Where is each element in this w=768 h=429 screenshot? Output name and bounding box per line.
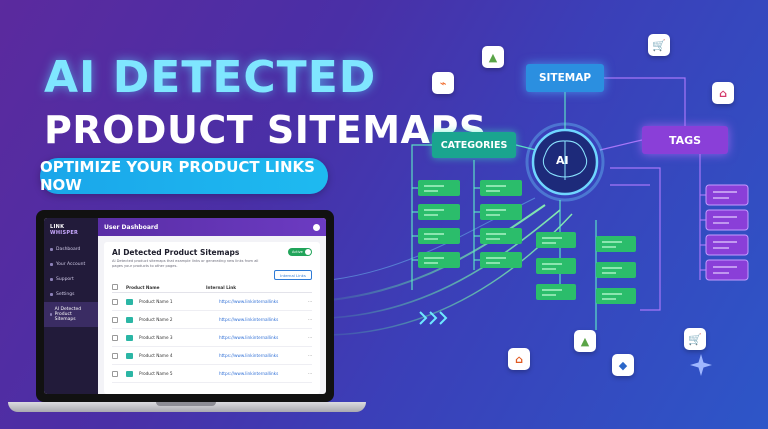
more-options-icon[interactable]: ⋯ [307,371,312,376]
laptop-base [8,402,366,412]
shopify-icon: ▲ [574,330,596,352]
sidebar-item-dashboard[interactable]: Dashboard [44,242,98,257]
sitemap-node: SITEMAP [526,64,604,92]
product-shirt-icon [126,352,133,359]
hero-title-line1: AI DETECTED [44,52,377,103]
row-checkbox[interactable] [112,316,118,323]
row-checkbox[interactable] [112,334,118,341]
woocommerce-icon: ⌁ [432,72,454,94]
sidebar-item-settings[interactable]: Settings [44,287,98,302]
select-all-checkbox[interactable] [112,284,118,290]
store-icon: ⌂ [508,348,530,370]
ai-brain-label: AI [556,154,569,167]
product-shirt-icon [126,298,133,305]
hero-title-line2: PRODUCT SITEMAPS [44,108,487,152]
toggle-knob [305,249,311,255]
laptop-notch [156,402,216,406]
row-checkbox[interactable] [112,298,118,305]
table-row: Product Name 5 https://www.linkinternall… [112,365,312,383]
row-checkbox[interactable] [112,370,118,377]
cart-icon: 🛒 [684,328,706,350]
dashboard-icon [50,248,53,251]
header-title: User Dashboard [104,223,159,231]
avatar-icon[interactable] [313,223,320,231]
more-options-icon[interactable]: ⋯ [307,317,312,322]
table-header: Product Name Internal Link [112,282,312,293]
table-row: Product Name 2 https://www.linkinternall… [112,311,312,329]
product-shirt-icon [126,334,133,341]
table-row: Product Name 1 https://www.linkinternall… [112,293,312,311]
table-row: Product Name 4 https://www.linkinternall… [112,347,312,365]
dashboard-app: LINK WHISPER Dashboard Your Account Supp… [44,218,326,394]
tags-node: TAGS [642,126,728,154]
internal-link[interactable]: https://www.linkinternallinks [219,353,279,358]
sidebar-item-account[interactable]: Your Account [44,257,98,272]
more-options-icon[interactable]: ⋯ [307,353,312,358]
product-shirt-icon [126,370,133,377]
chevrons-icon [419,311,448,325]
shopify-icon: ▲ [482,46,504,68]
sidebar: LINK WHISPER Dashboard Your Account Supp… [44,218,98,394]
internal-links-button[interactable]: Internal Links [274,270,312,280]
panel-description: AI Detected product sitemaps that exampl… [112,259,259,268]
sidebar-item-product-sitemaps[interactable]: AI Detected Product Sitemaps [44,302,98,327]
magento-icon: ◆ [612,354,634,376]
link-whisper-logo: LINK WHISPER [50,224,79,236]
sparkle-icon [690,354,712,376]
optimize-cta-button[interactable]: OPTIMIZE YOUR PRODUCT LINKS NOW [40,158,328,194]
internal-link[interactable]: https://www.linkinternallinks [219,371,279,376]
panel-title: AI Detected Product Sitemaps [112,248,240,257]
sitemap-icon [50,313,52,316]
store-icon: ⌂ [712,82,734,104]
internal-link[interactable]: https://www.linkinternallinks [219,299,279,304]
sitemaps-panel: AI Detected Product Sitemaps AI Detected… [104,242,320,394]
products-table: Product Name Internal Link Product Name … [112,282,312,383]
table-row: Product Name 3 https://www.linkinternall… [112,329,312,347]
sidebar-item-support[interactable]: Support [44,272,98,287]
product-shirt-icon [126,316,133,323]
more-options-icon[interactable]: ⋯ [307,299,312,304]
user-icon [50,263,53,266]
active-toggle[interactable]: Active [288,248,312,256]
row-checkbox[interactable] [112,352,118,359]
internal-link[interactable]: https://www.linkinternallinks [219,335,279,340]
categories-node: CATEGORIES [432,132,516,158]
gear-icon [50,293,53,296]
top-bar: User Dashboard [98,218,326,236]
laptop-screen: LINK WHISPER Dashboard Your Account Supp… [36,210,334,402]
cart-icon: 🛒 [648,34,670,56]
internal-link[interactable]: https://www.linkinternallinks [219,317,279,322]
more-options-icon[interactable]: ⋯ [307,335,312,340]
support-icon [50,278,53,281]
